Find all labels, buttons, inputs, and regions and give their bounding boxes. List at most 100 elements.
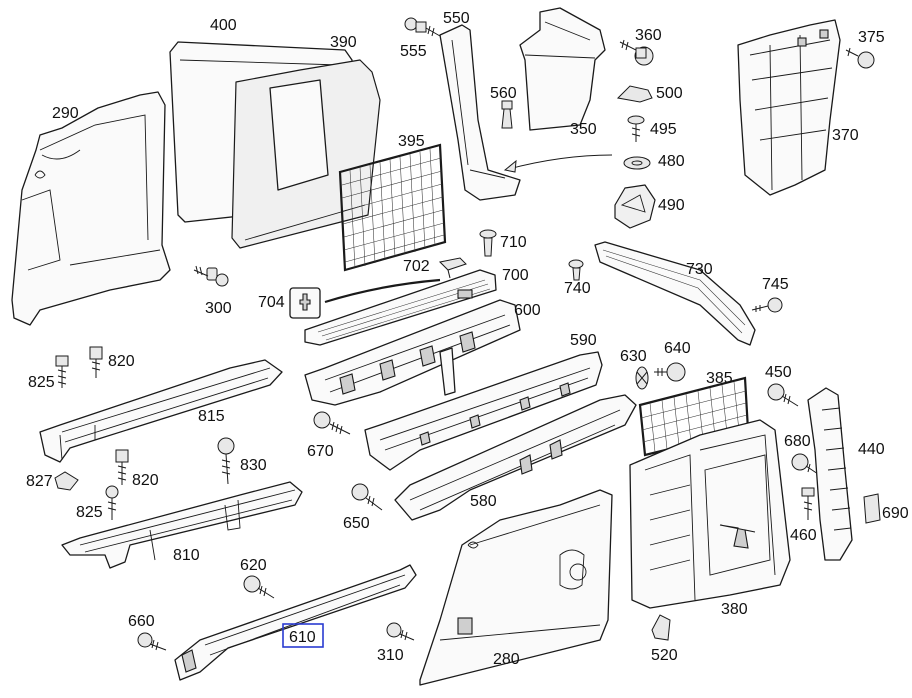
part-820-screw-upper — [89, 346, 103, 378]
label-380[interactable]: 380 — [721, 601, 748, 618]
label-490[interactable]: 490 — [658, 197, 685, 214]
sill-link-line — [324, 278, 441, 304]
label-650[interactable]: 650 — [343, 515, 370, 532]
part-375-screw — [845, 47, 875, 69]
part-560-clip — [501, 100, 513, 129]
label-350[interactable]: 350 — [570, 121, 597, 138]
label-690[interactable]: 690 — [882, 505, 909, 522]
label-520[interactable]: 520 — [651, 647, 678, 664]
part-680-screw — [791, 453, 819, 475]
label-440[interactable]: 440 — [858, 441, 885, 458]
part-360-screw — [619, 39, 654, 66]
label-580[interactable]: 580 — [470, 493, 497, 510]
part-630-cap — [635, 366, 649, 390]
label-560[interactable]: 560 — [490, 85, 517, 102]
label-610[interactable]: 610 — [289, 629, 316, 646]
label-600[interactable]: 600 — [514, 302, 541, 319]
part-480-washer — [623, 156, 651, 170]
part-690-clip — [863, 493, 881, 524]
label-825-upper[interactable]: 825 — [28, 374, 55, 391]
label-825-lower[interactable]: 825 — [76, 504, 103, 521]
part-490-cover — [614, 184, 656, 229]
part-670-screw — [313, 411, 351, 435]
label-680[interactable]: 680 — [784, 433, 811, 450]
part-495-screw — [627, 115, 645, 142]
part-610-rail — [174, 564, 417, 681]
label-555[interactable]: 555 — [400, 43, 427, 60]
part-702-clip — [438, 257, 467, 279]
part-590-rail — [364, 351, 603, 471]
label-820-upper[interactable]: 820 — [108, 353, 135, 370]
arrow-head — [503, 159, 517, 173]
label-280[interactable]: 280 — [493, 651, 520, 668]
label-480[interactable]: 480 — [658, 153, 685, 170]
part-500-clip — [616, 85, 653, 103]
label-450[interactable]: 450 — [765, 364, 792, 381]
part-390-panel — [231, 59, 381, 249]
part-740-clip — [568, 259, 584, 281]
label-395[interactable]: 395 — [398, 133, 425, 150]
part-825-screw-upper — [55, 355, 69, 388]
part-815-rail — [39, 359, 283, 463]
part-370-bracket — [737, 19, 841, 196]
label-810[interactable]: 810 — [173, 547, 200, 564]
part-600-rail — [304, 299, 521, 406]
label-660[interactable]: 660 — [128, 613, 155, 630]
label-815[interactable]: 815 — [198, 408, 225, 425]
label-730[interactable]: 730 — [686, 261, 713, 278]
label-700[interactable]: 700 — [502, 267, 529, 284]
part-825-screw-lower — [105, 485, 119, 520]
label-390[interactable]: 390 — [330, 34, 357, 51]
label-360[interactable]: 360 — [635, 27, 662, 44]
label-385[interactable]: 385 — [706, 370, 733, 387]
label-400[interactable]: 400 — [210, 17, 237, 34]
part-704-cap — [289, 287, 321, 319]
label-704[interactable]: 704 — [258, 294, 285, 311]
label-370[interactable]: 370 — [832, 127, 859, 144]
part-640-screw — [654, 362, 686, 382]
part-550-pillar-trim — [439, 24, 521, 201]
label-710[interactable]: 710 — [500, 234, 527, 251]
label-290[interactable]: 290 — [52, 105, 79, 122]
label-300[interactable]: 300 — [205, 300, 232, 317]
part-450-screw — [767, 383, 799, 407]
part-380-panel — [629, 419, 791, 609]
part-460-clip — [801, 487, 815, 520]
label-460[interactable]: 460 — [790, 527, 817, 544]
label-745[interactable]: 745 — [762, 276, 789, 293]
label-310[interactable]: 310 — [377, 647, 404, 664]
label-820-lower[interactable]: 820 — [132, 472, 159, 489]
part-830-screw — [217, 437, 235, 485]
label-640[interactable]: 640 — [664, 340, 691, 357]
label-702[interactable]: 702 — [403, 258, 430, 275]
part-580-trim — [394, 394, 637, 521]
part-745-screw — [751, 297, 783, 313]
label-740[interactable]: 740 — [564, 280, 591, 297]
label-630[interactable]: 630 — [620, 348, 647, 365]
part-730-trim — [594, 241, 756, 346]
part-820-screw-lower — [115, 449, 129, 485]
label-590[interactable]: 590 — [570, 332, 597, 349]
part-660-screw — [137, 632, 167, 651]
label-495[interactable]: 495 — [650, 121, 677, 138]
part-395-net — [338, 143, 447, 272]
label-550[interactable]: 550 — [443, 10, 470, 27]
label-375[interactable]: 375 — [858, 29, 885, 46]
part-300-screw — [193, 265, 229, 287]
label-827[interactable]: 827 — [26, 473, 53, 490]
part-700-sill — [304, 269, 497, 346]
label-830[interactable]: 830 — [240, 457, 267, 474]
part-710-clip — [479, 229, 497, 257]
label-670[interactable]: 670 — [307, 443, 334, 460]
arrow-line — [504, 154, 613, 171]
part-350-bin — [519, 7, 606, 131]
part-310-screw — [386, 622, 415, 641]
part-650-screw — [351, 483, 383, 511]
part-520-clip — [651, 614, 671, 641]
part-280-trim — [419, 489, 613, 686]
label-500[interactable]: 500 — [656, 85, 683, 102]
label-620[interactable]: 620 — [240, 557, 267, 574]
part-810-rail — [61, 481, 303, 569]
part-440-bracket — [807, 387, 853, 561]
